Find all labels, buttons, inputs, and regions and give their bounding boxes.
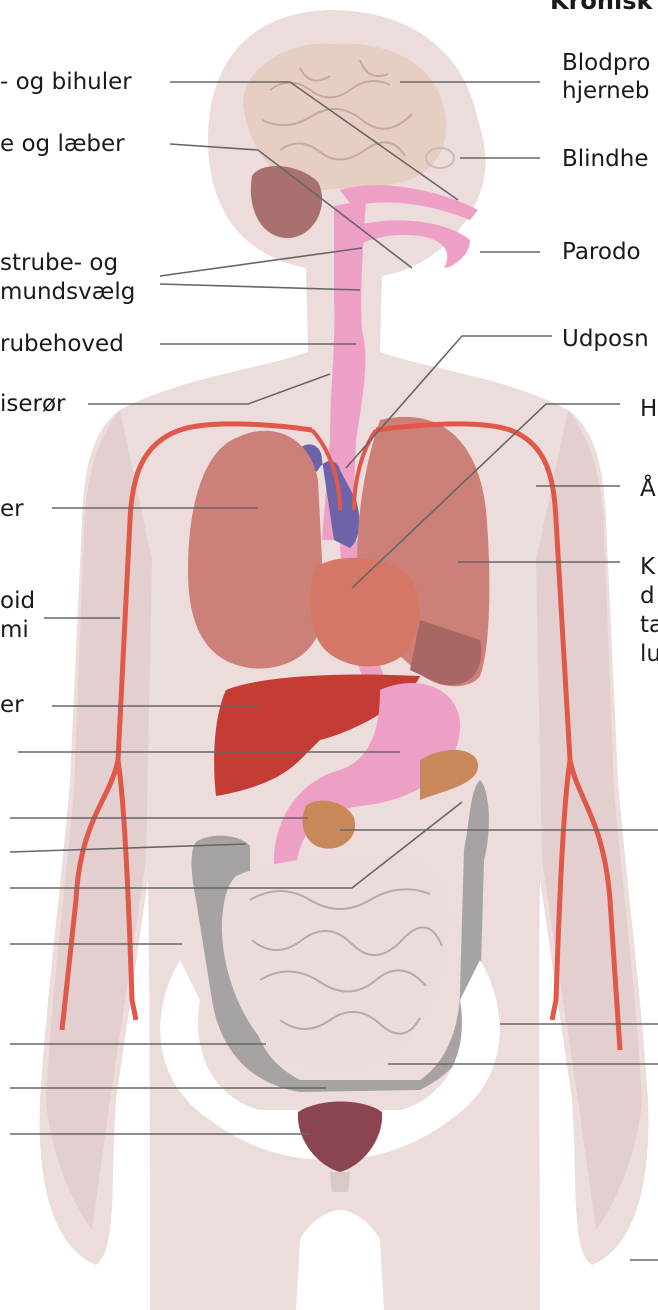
label-chronic-line4: lu [640, 641, 658, 667]
label-liver: er [0, 692, 24, 718]
heart [310, 558, 420, 667]
label-esophagus: iserør [0, 391, 66, 417]
label-lungs: er [0, 496, 24, 522]
label-myeloid-line2: mi [0, 617, 29, 643]
label-periodontitis: Parodo [562, 239, 641, 265]
label-throat-line2: mundsvælg [0, 279, 135, 305]
label-stroke-line2: hjerneb [562, 78, 650, 104]
label-myeloid-line1: oid [0, 588, 35, 614]
label-arteries: Å [640, 476, 656, 502]
label-lips: e og læber [0, 131, 125, 157]
label-larynx: rubehoved [0, 331, 124, 357]
label-stroke-line1: Blodpro [562, 50, 650, 76]
label-sinuses: - og bihuler [0, 69, 132, 95]
lung-left [188, 431, 324, 669]
label-chronic-line1: K [640, 554, 655, 580]
label-chronic-line2: d [640, 583, 655, 609]
label-chronic-line3: ta [640, 612, 658, 638]
label-copd: Udposn [562, 326, 649, 352]
label-throat-line1: strube- og [0, 250, 118, 276]
urethra [330, 1172, 350, 1192]
label-blindness: Blindhe [562, 146, 648, 172]
label-heart: H [640, 396, 657, 422]
diagram-title: Kronisk [550, 0, 652, 14]
